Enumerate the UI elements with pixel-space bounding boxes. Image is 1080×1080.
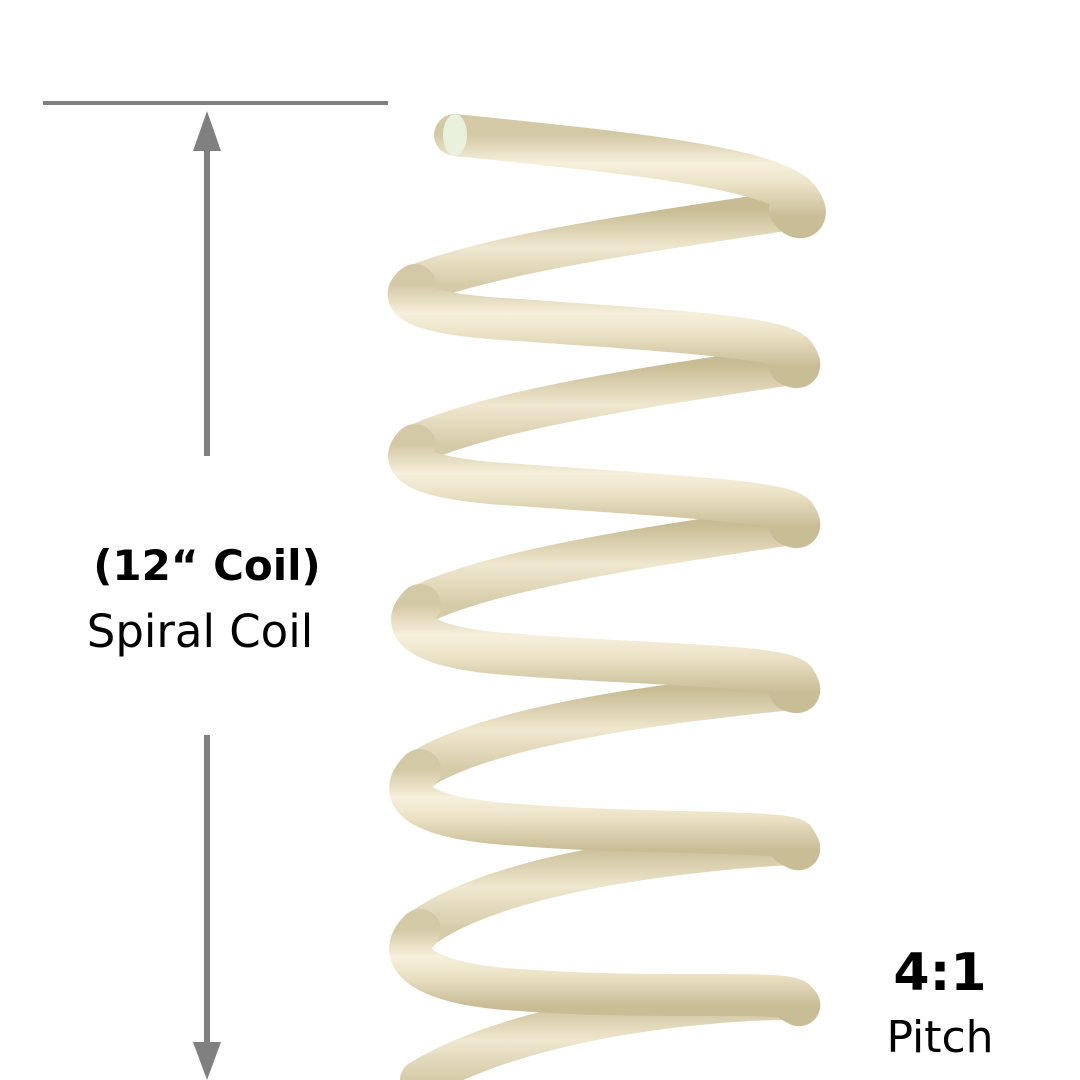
coil-front-strands bbox=[387, 114, 826, 1027]
coil-size-label: (12“ Coil) bbox=[93, 541, 321, 590]
top-reference-line bbox=[43, 101, 388, 105]
coil-back-strands bbox=[395, 190, 810, 1080]
dimension-arrow-down-icon bbox=[193, 735, 221, 1080]
coil-end-cap bbox=[443, 114, 467, 156]
pitch-caption: Pitch bbox=[886, 1012, 994, 1063]
dimension-arrow-up-icon bbox=[193, 111, 221, 456]
coil-type-label: Spiral Coil bbox=[86, 605, 314, 658]
pitch-ratio-label: 4:1 bbox=[893, 943, 987, 1003]
